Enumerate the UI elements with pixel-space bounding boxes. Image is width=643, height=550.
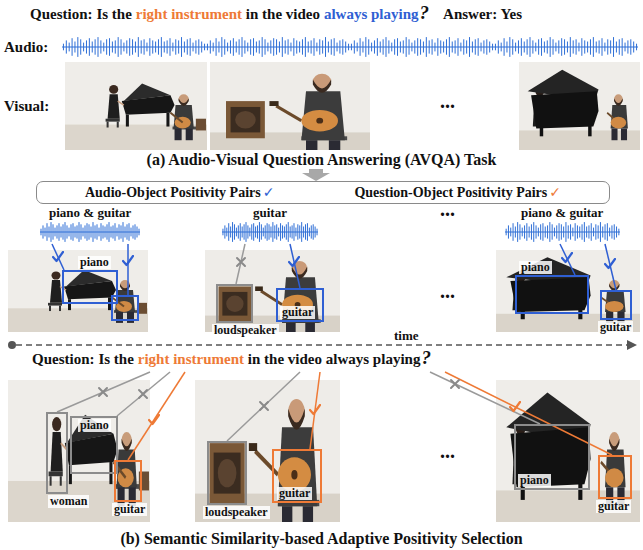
cross-mark bbox=[260, 402, 268, 410]
down-arrow bbox=[302, 169, 330, 181]
object-box: piano bbox=[62, 270, 118, 304]
question-text: in the video always playing bbox=[248, 350, 421, 368]
object-box: piano bbox=[515, 275, 589, 314]
object-box: guitar bbox=[600, 290, 632, 320]
check-mark bbox=[605, 259, 615, 268]
object-label: guitar bbox=[596, 500, 631, 513]
object-box: loudspeaker bbox=[216, 284, 253, 323]
video-frame bbox=[519, 62, 640, 150]
object-label: woman bbox=[48, 495, 89, 508]
clip-waveform bbox=[222, 222, 318, 242]
object-label: loudspeaker bbox=[212, 324, 279, 337]
question-object-links bbox=[57, 372, 612, 460]
object-box-unlabeled bbox=[112, 296, 138, 320]
check-mark bbox=[562, 253, 572, 262]
question-text: Is the bbox=[96, 5, 131, 23]
video-frame bbox=[8, 380, 150, 522]
question-line: Question:Is the right instrumentin the vi… bbox=[32, 349, 431, 368]
audio-label: piano & guitar bbox=[521, 205, 603, 221]
time-axis-head bbox=[627, 340, 637, 350]
object-label: piano bbox=[518, 474, 551, 487]
video-frame bbox=[65, 62, 207, 150]
question-text: Question: bbox=[32, 350, 95, 368]
object-box: loudspeaker bbox=[207, 441, 247, 505]
object-box: guitar bbox=[276, 288, 324, 322]
question-text: Question: bbox=[30, 5, 93, 23]
question-text: right instrument bbox=[136, 5, 242, 23]
video-frame bbox=[205, 250, 340, 332]
pair-text: Question-Object Positivity Pairs bbox=[354, 185, 547, 200]
check-mark bbox=[53, 252, 63, 261]
object-box: guitar bbox=[598, 455, 632, 499]
clip-waveform bbox=[505, 222, 620, 242]
object-label: guitar bbox=[277, 487, 312, 500]
cross-mark bbox=[99, 388, 107, 396]
video-frame bbox=[496, 250, 640, 332]
pair-check: ✓ bbox=[263, 184, 275, 200]
ellipsis: ... bbox=[440, 280, 455, 303]
object-box: guitar bbox=[272, 449, 322, 503]
object-label: loudspeaker bbox=[203, 506, 270, 519]
subfigure-caption: (b) Semantic Similarity-based Adaptive P… bbox=[0, 529, 643, 548]
video-frame bbox=[496, 380, 640, 522]
time-axis-start bbox=[8, 341, 16, 349]
object-label: piano bbox=[519, 261, 552, 274]
ellipsis: ... bbox=[440, 440, 455, 463]
object-label: piano bbox=[78, 419, 111, 432]
question-text: ? bbox=[420, 4, 430, 22]
time-label: time bbox=[394, 328, 419, 344]
question-text: right instrument bbox=[138, 350, 244, 368]
question-text: ? bbox=[421, 349, 431, 367]
video-frame bbox=[195, 380, 340, 522]
cross-mark bbox=[451, 380, 459, 388]
pair-item: Question-Object Positivity Pairs✓ bbox=[354, 184, 561, 201]
audio-waveform bbox=[350, 37, 494, 57]
object-label: guitar bbox=[598, 321, 633, 334]
object-box: piano bbox=[70, 416, 118, 474]
object-label: piano bbox=[78, 256, 111, 269]
object-box: piano bbox=[514, 424, 590, 490]
audio-waveform bbox=[494, 37, 638, 57]
clip-waveform bbox=[40, 222, 140, 242]
question-line: Question:Is the right instrumentin the vi… bbox=[30, 4, 522, 23]
cross-mark bbox=[237, 258, 245, 266]
video-frame bbox=[210, 62, 370, 150]
object-box: woman bbox=[46, 412, 68, 494]
row-label: Visual: bbox=[4, 97, 49, 115]
object-box: guitar bbox=[114, 460, 142, 502]
audio-waveform bbox=[62, 37, 206, 57]
audio-object-links bbox=[52, 244, 616, 296]
object-label: guitar bbox=[112, 503, 147, 516]
ellipsis: ... bbox=[440, 90, 455, 113]
pairs-box: Audio-Object Positivity Pairs✓Question-O… bbox=[36, 181, 610, 204]
check-mark bbox=[149, 415, 159, 424]
row-label: Audio: bbox=[4, 38, 48, 56]
question-text: in the video bbox=[246, 5, 320, 23]
pair-text: Audio-Object Positivity Pairs bbox=[85, 185, 261, 200]
pair-item: Audio-Object Positivity Pairs✓ bbox=[85, 184, 275, 201]
question-text: always playing bbox=[324, 5, 419, 23]
check-mark bbox=[289, 257, 299, 266]
object-label: guitar bbox=[280, 306, 315, 319]
check-mark bbox=[310, 405, 320, 414]
audio-label: guitar bbox=[253, 205, 287, 221]
time-axis bbox=[16, 344, 628, 346]
check-mark bbox=[123, 256, 133, 265]
cross-mark bbox=[139, 390, 147, 398]
audio-waveform bbox=[206, 37, 350, 57]
question-text: Is the bbox=[98, 350, 133, 368]
video-frame bbox=[8, 250, 148, 332]
subfigure-caption: (a) Audio-Visual Question Answering (AVQ… bbox=[0, 150, 643, 169]
question-text: Answer: Yes bbox=[443, 5, 522, 23]
audio-label: piano & guitar bbox=[49, 205, 131, 221]
check-mark bbox=[510, 402, 520, 411]
pair-check: ✓ bbox=[549, 184, 561, 200]
